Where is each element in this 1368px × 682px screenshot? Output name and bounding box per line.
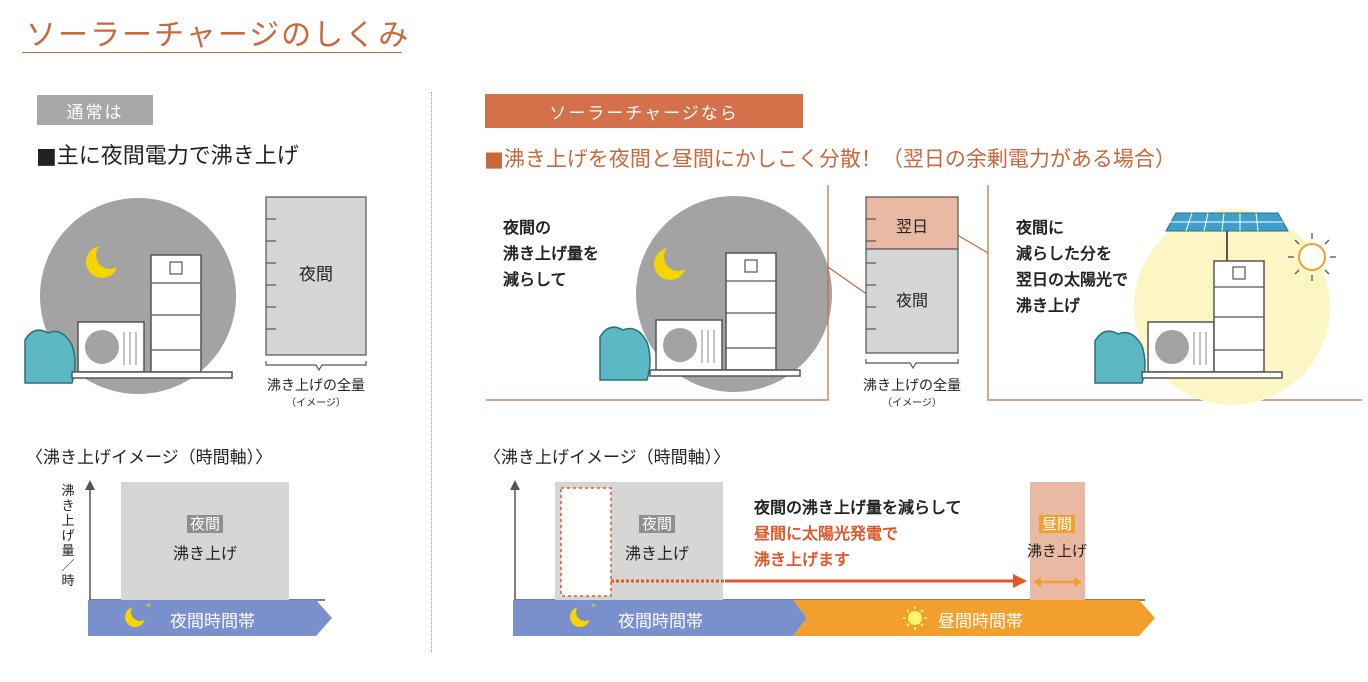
solar-day-band-label: 昼間時間帯 [938,612,1023,632]
bar-ticks [866,218,876,330]
day-width-arrow [1033,577,1082,587]
note-right-line: 翌日の太陽光で [1016,270,1129,289]
note-left-line: 沸き上げ量を [503,244,600,263]
solar-label: ソーラーチャージなら [485,94,803,128]
note-right-line: 沸き上げ [1016,296,1081,315]
plant-icon [1094,330,1146,384]
shift-text-2: 昼間に太陽光発電で [754,524,899,543]
svg-text:*: * [146,602,151,613]
moon-icon [654,243,692,280]
section-divider [431,92,432,652]
bar-ticks [266,218,276,330]
normal-block-tag-wrap: 夜間 [121,513,289,534]
water-tank-icon [1213,260,1265,373]
plant-icon [599,326,651,381]
solar-night-band-label: 夜間時間帯 [618,612,703,632]
solar-night-tag: 夜間 [638,515,675,533]
normal-headline: ■主に夜間電力で沸き上げ [36,144,299,169]
note-left-line: 夜間の [503,218,552,237]
solar-caption-sub: （イメージ） [882,398,942,409]
normal-timeline: * [85,480,332,636]
solar-night-text: 沸き上げ [624,544,689,563]
title-underline [22,52,402,53]
solar-label-text: ソーラーチャージなら [549,103,739,124]
solar-day-tag-wrap: 昼間 [1022,513,1092,534]
night-heating-block [121,482,289,600]
solar-day-tag: 昼間 [1038,515,1075,533]
callout-frame-left [486,185,829,401]
night-segment [865,248,959,354]
page-title: ソーラーチャージのしくみ [26,18,411,53]
solar-note-left: 夜間の 沸き上げ量を 減らして [503,215,599,293]
note-left-line: 減らして [503,270,567,289]
normal-label-text: 通常は [66,102,124,123]
normal-caption-sub: （イメージ） [286,398,346,409]
svg-text:*: * [591,602,596,613]
solar-timeline: * [510,480,1155,636]
ground-base [1141,371,1283,379]
solar-panel-icon [1165,212,1289,261]
solar-night-tag-wrap: 夜間 [573,513,741,534]
normal-bar-label: 夜間 [299,265,333,285]
next-day-segment [865,196,959,250]
sun-icon [1288,233,1336,281]
normal-illustration [24,196,367,394]
moon-icon: * [125,602,151,627]
water-tank-icon [725,252,777,371]
day-band [793,600,1155,636]
normal-label: 通常は [37,95,153,125]
total-amount-bar [265,196,367,356]
sun-icon [903,606,927,630]
solar-caption: 沸き上げの全量 [863,378,961,394]
callout-pointer-right [953,232,989,254]
shift-text-3: 沸き上げます [754,550,851,569]
heat-pump-icon [655,319,723,371]
callout-pointer-left [827,266,869,296]
yaxis-arrow [85,480,95,490]
solar-illustration [486,185,1362,405]
plant-icon [24,329,76,384]
moon-icon: * [570,602,596,627]
bar-bracket [265,361,367,372]
shift-text-1: 夜間の沸き上げ量を減らして [754,498,962,517]
moon-icon [86,241,124,278]
normal-timeline-title: 〈沸き上げイメージ（時間軸）〉 [26,448,273,468]
solar-bar-bottom-label: 夜間 [895,291,928,310]
note-right-line: 減らした分を [1016,244,1113,263]
normal-yaxis-label: 沸き上げ量／時 [61,484,75,589]
normal-block-text: 沸き上げ [172,544,237,563]
solar-note-right: 夜間に 減らした分を 翌日の太陽光で 沸き上げ [1016,215,1128,319]
water-tank-icon [150,254,202,373]
heat-pump-icon [77,321,145,373]
normal-night-band-label: 夜間時間帯 [170,612,255,632]
ground-base [649,369,801,377]
solar-timeline-title: 〈沸き上げイメージ（時間軸）〉 [484,448,731,468]
solar-headline: ■沸き上げを夜間と昼間にかしこく分散！（翌日の余剰電力がある場合） [484,147,1176,171]
bar-bracket [865,359,959,370]
solar-day-text: 沸き上げ [1026,542,1087,560]
solar-bar-top-label: 翌日 [895,217,928,236]
ground-base [71,371,233,379]
normal-caption: 沸き上げの全量 [267,378,365,394]
note-right-line: 夜間に [1016,218,1065,237]
night-band [88,600,332,636]
heat-pump-icon [1147,321,1215,373]
reduced-portion-outline [560,487,612,597]
yaxis-arrow [510,480,520,490]
shift-arrowhead [1013,574,1027,588]
normal-block-tag: 夜間 [186,515,223,533]
